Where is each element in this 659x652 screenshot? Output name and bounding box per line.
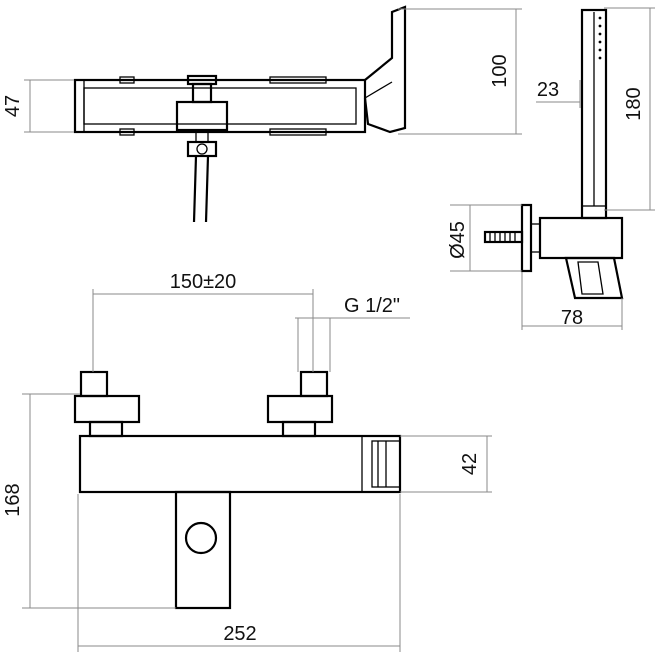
front-body xyxy=(78,434,402,494)
holder-cup xyxy=(564,256,624,300)
top-view-body-inner xyxy=(83,87,357,125)
shower-holder-view xyxy=(483,8,624,300)
top-view-hinge-left-top xyxy=(119,76,135,84)
front-spout xyxy=(174,490,232,610)
top-view-left-end xyxy=(74,79,85,133)
top-view-lever-stem xyxy=(191,82,213,104)
top-view xyxy=(73,5,407,223)
holder-screw xyxy=(483,230,524,244)
dim-inlet-centers: 150±20 xyxy=(170,271,237,293)
holder-wall-plate xyxy=(520,203,533,273)
holder-bracket xyxy=(538,216,624,260)
hand-shower-nozzles xyxy=(598,16,602,60)
top-view-cartridge xyxy=(175,100,229,132)
dim-holder-offset: 23 xyxy=(537,79,559,101)
front-right-inlet-flange xyxy=(266,394,334,424)
top-view-outlet-nut xyxy=(186,140,218,158)
front-view xyxy=(73,370,402,610)
top-view-hose xyxy=(192,155,210,223)
front-left-inlet-nut xyxy=(88,420,124,438)
holder-cup-inner xyxy=(577,261,604,295)
dim-spout-height: 100 xyxy=(489,54,511,87)
front-right-inlet-pipe xyxy=(299,370,329,398)
front-left-inlet-flange xyxy=(73,394,141,424)
holder-neck xyxy=(530,223,541,253)
dim-holder-diameter: Ø45 xyxy=(447,221,469,259)
top-view-dimensions: 47 100 xyxy=(2,8,522,135)
holder-screw-thread xyxy=(489,232,516,242)
top-view-spout xyxy=(363,5,407,134)
front-right-inlet-nut xyxy=(281,420,317,438)
front-left-inlet-pipe xyxy=(79,370,109,398)
dim-body-height: 42 xyxy=(459,453,481,475)
top-view-hinge-left-bottom xyxy=(119,128,135,136)
dim-shower-length: 180 xyxy=(623,87,645,120)
dim-thread: G 1/2" xyxy=(344,295,400,317)
top-view-outlet-bore xyxy=(196,143,208,155)
top-view-spout-edge xyxy=(364,81,393,99)
front-outlet-circle xyxy=(184,521,218,555)
dim-holder-depth: 78 xyxy=(561,307,583,329)
front-view-dimensions: 150±20 G 1/2" 168 42 252 xyxy=(2,271,492,652)
shower-dimensions: 180 23 Ø45 78 xyxy=(447,7,655,330)
dim-front-height: 168 xyxy=(2,483,24,516)
hand-shower-grip-band xyxy=(581,205,607,219)
top-view-hinge-right-bottom xyxy=(269,128,327,136)
dim-top-height: 47 xyxy=(2,95,24,117)
top-view-hinge-right-top xyxy=(269,76,327,84)
dim-total-width: 252 xyxy=(223,623,256,645)
